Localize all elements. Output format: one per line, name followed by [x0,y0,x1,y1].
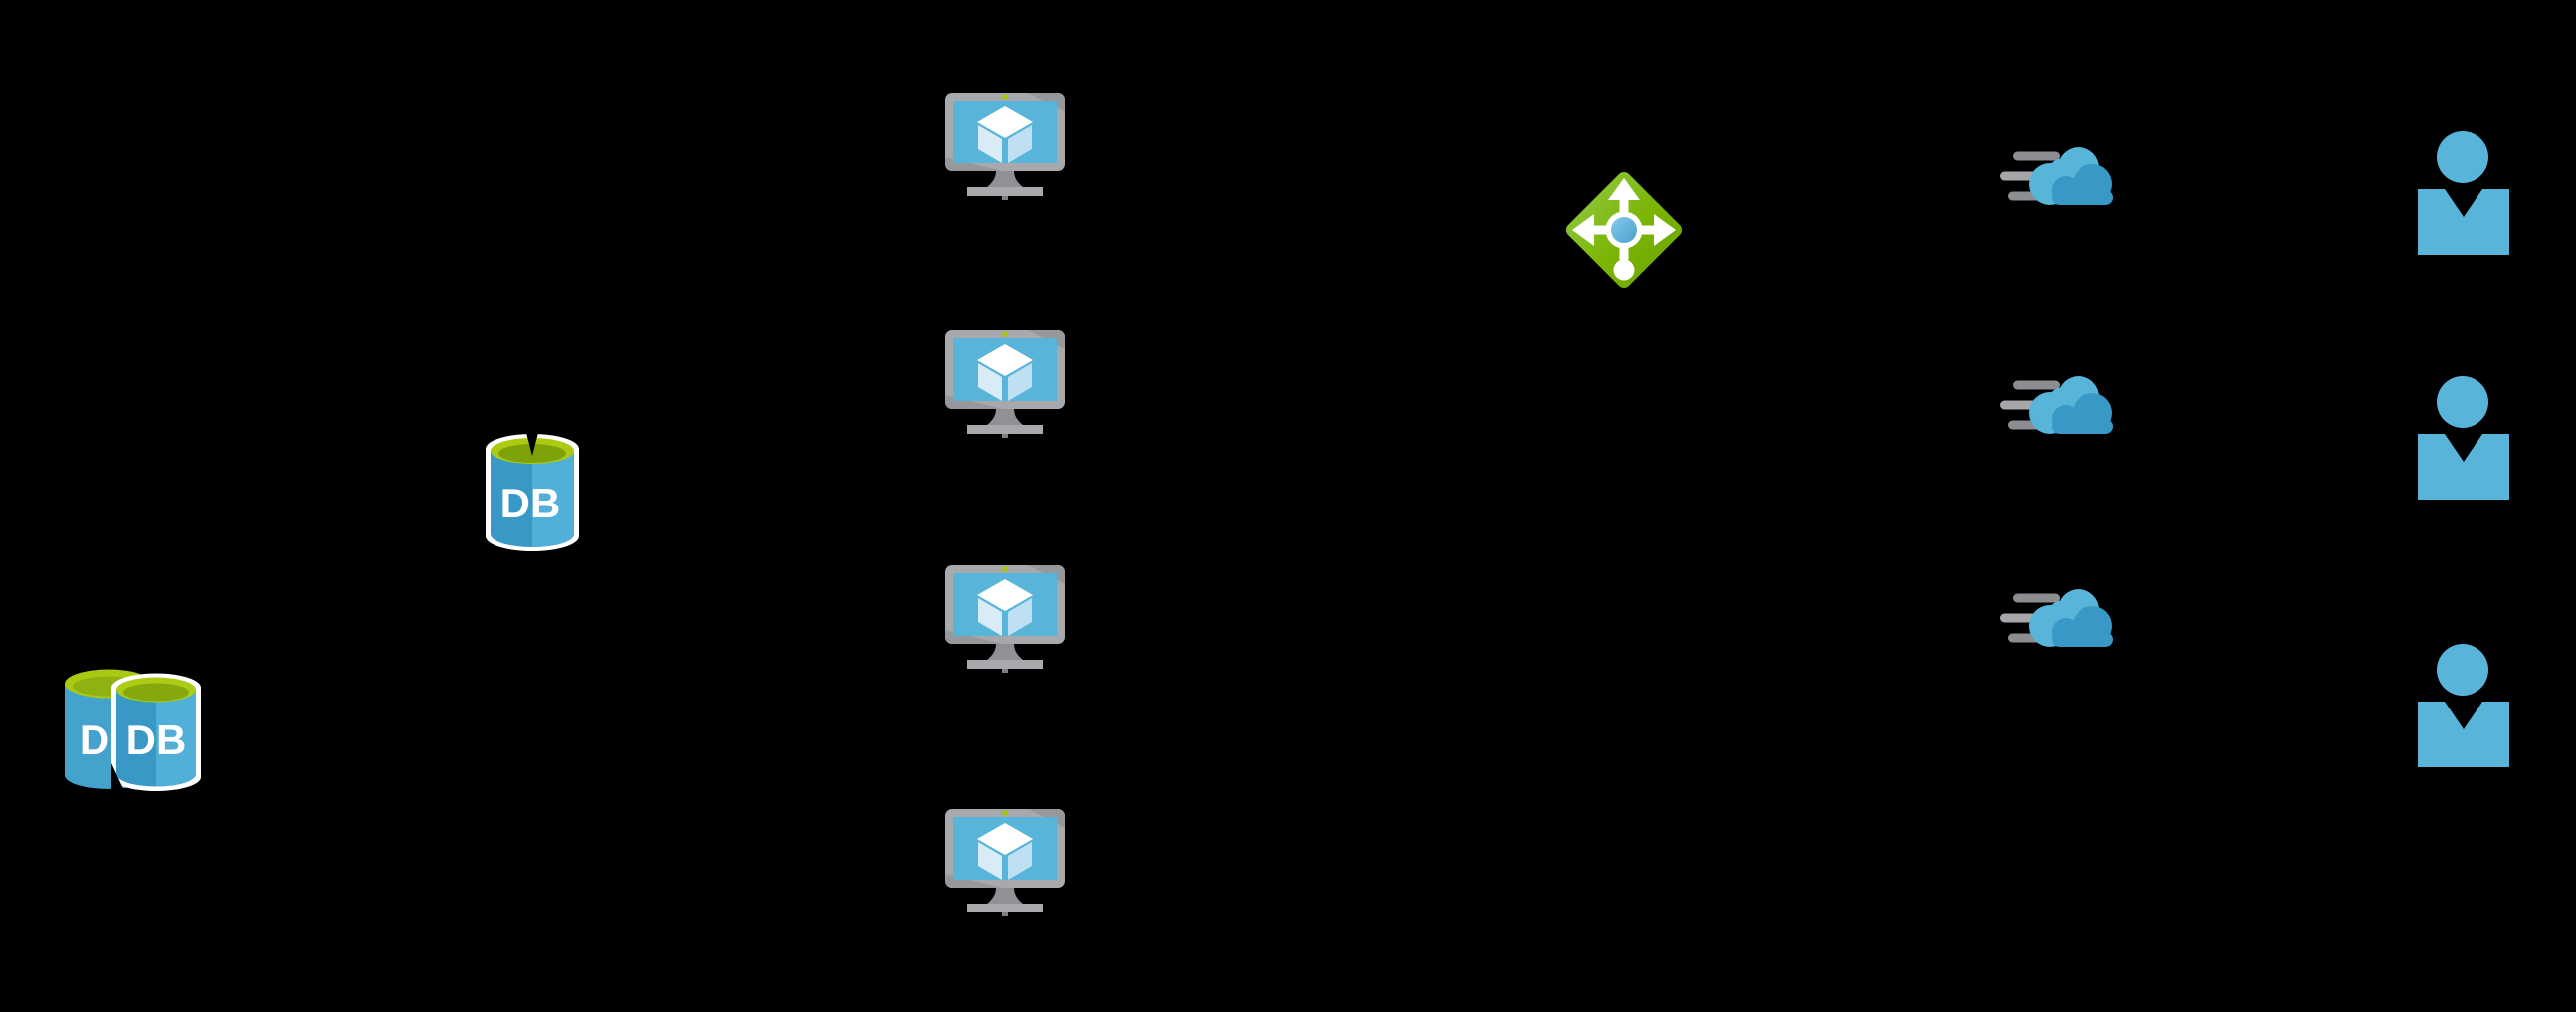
azure-load-balancer-icon [1562,168,1685,292]
azure-user-icon-1 [2418,131,2509,255]
center-dot [1611,217,1637,243]
azure-documentdb-icon: D DB [65,668,201,791]
load-balancer-svg [1566,172,1682,288]
cylinder-notch [111,763,124,791]
cylinder-notch [526,434,538,456]
documentdb-svg: D DB [65,669,201,791]
azure-cdn-icon-3 [2000,589,2119,647]
azure-vm-icon-3 [943,565,1067,675]
azure-cdn-icon-2 [2000,376,2119,434]
front-cylinder [111,673,201,791]
documentdb-label-front: DB [126,716,187,763]
azure-cdn-icon-1 [2000,147,2119,205]
azure-sql-database-icon: DB [486,434,579,551]
azure-vm-icon-2 [943,330,1067,440]
documentdb-label-back: D [80,716,109,763]
sql-database-svg: DB [486,434,579,551]
azure-user-icon-3 [2418,644,2509,767]
azure-vm-icon-4 [943,809,1067,918]
azure-user-icon-2 [2418,376,2509,500]
bottom-ball [1613,259,1635,281]
azure-vm-icon-1 [943,93,1067,202]
sql-database-label: DB [500,480,561,526]
cylinder [486,434,579,551]
